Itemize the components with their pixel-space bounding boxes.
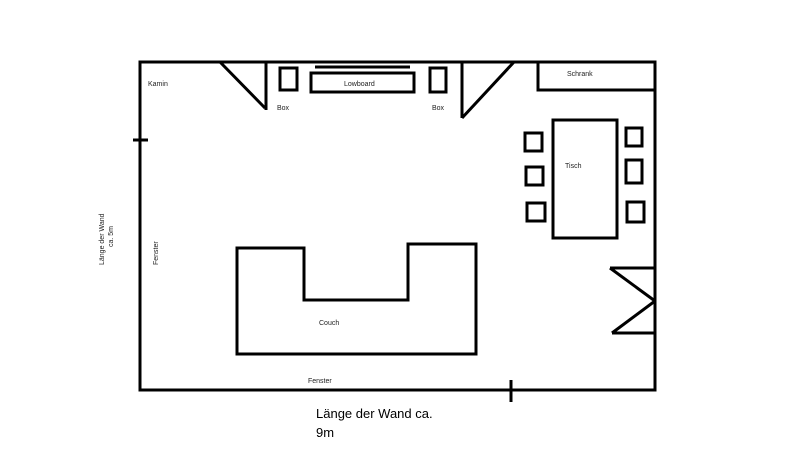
lowboard	[309, 71, 416, 94]
table	[551, 118, 619, 240]
window-bottom-label: Fenster	[308, 378, 332, 385]
bottom-wall-length-line2: 9m	[316, 425, 334, 440]
lowboard-label: Lowboard	[344, 81, 375, 88]
wardrobe-label: Schrank	[567, 71, 593, 78]
door-right-wall	[609, 266, 656, 335]
chair	[525, 201, 547, 223]
chair	[524, 165, 545, 187]
speaker-left	[278, 66, 299, 92]
wardrobe	[536, 60, 657, 92]
table-label: Tisch	[565, 163, 582, 170]
chair	[625, 200, 646, 224]
chairs	[523, 126, 646, 224]
chair	[523, 131, 544, 153]
couch	[235, 242, 478, 356]
couch-label: Couch	[319, 320, 339, 327]
door-right	[460, 60, 516, 120]
speaker-right	[428, 66, 448, 94]
chair	[624, 158, 644, 185]
fireplace-label: Kamin	[148, 81, 168, 88]
speaker-right-label: Box	[432, 105, 445, 112]
bottom-wall-length-line1: Länge der Wand ca.	[316, 406, 433, 421]
room-walls	[138, 60, 657, 392]
door-left	[218, 60, 268, 110]
side-wall-length-line2: ca. 5m	[108, 226, 115, 247]
window-left-label: Fenster	[153, 241, 160, 265]
speaker-left-label: Box	[277, 105, 290, 112]
chair	[624, 126, 644, 148]
side-wall-length-line1: Länge der Wand	[99, 213, 106, 265]
